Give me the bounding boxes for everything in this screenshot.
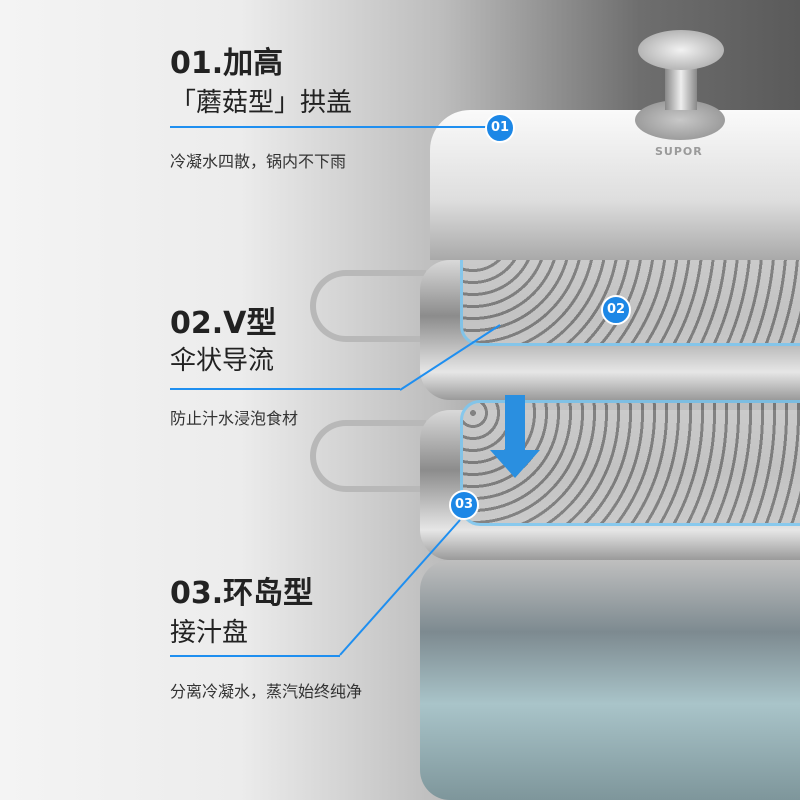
feature-1-subtitle: 「蘑菇型」拱盖 bbox=[170, 88, 353, 118]
flow-arrow-icon bbox=[490, 395, 540, 478]
pot-handle-upper bbox=[310, 270, 426, 342]
leader-line-03 bbox=[339, 519, 461, 656]
feature-3-title: 03.环岛型 bbox=[170, 576, 314, 611]
feature-1-desc: 冷凝水四散，锅内不下雨 bbox=[170, 152, 347, 171]
feature-3-line bbox=[170, 655, 340, 657]
badge-03: 03 bbox=[449, 490, 479, 520]
feature-2-line bbox=[170, 388, 400, 390]
feature-3-desc: 分离冷凝水，蒸汽始终纯净 bbox=[170, 682, 363, 701]
feature-3-subtitle: 接汁盘 bbox=[170, 618, 249, 648]
feature-1-line bbox=[170, 126, 488, 128]
steamer-base-water bbox=[420, 560, 800, 800]
steamer-pot-image: SUPOR bbox=[310, 30, 800, 800]
feature-2-title: 02.V型 bbox=[170, 306, 277, 341]
feature-2-subtitle: 伞状导流 bbox=[170, 346, 275, 376]
brand-logo: SUPOR bbox=[655, 145, 703, 158]
leader-line-02 bbox=[399, 324, 501, 391]
badge-02: 02 bbox=[601, 295, 631, 325]
lid-knob bbox=[638, 30, 724, 70]
badge-01: 01 bbox=[485, 113, 515, 143]
pot-handle-lower bbox=[310, 420, 426, 492]
feature-2-desc: 防止汁水浸泡食材 bbox=[170, 409, 299, 428]
feature-1-title: 01.加高 bbox=[170, 46, 284, 81]
